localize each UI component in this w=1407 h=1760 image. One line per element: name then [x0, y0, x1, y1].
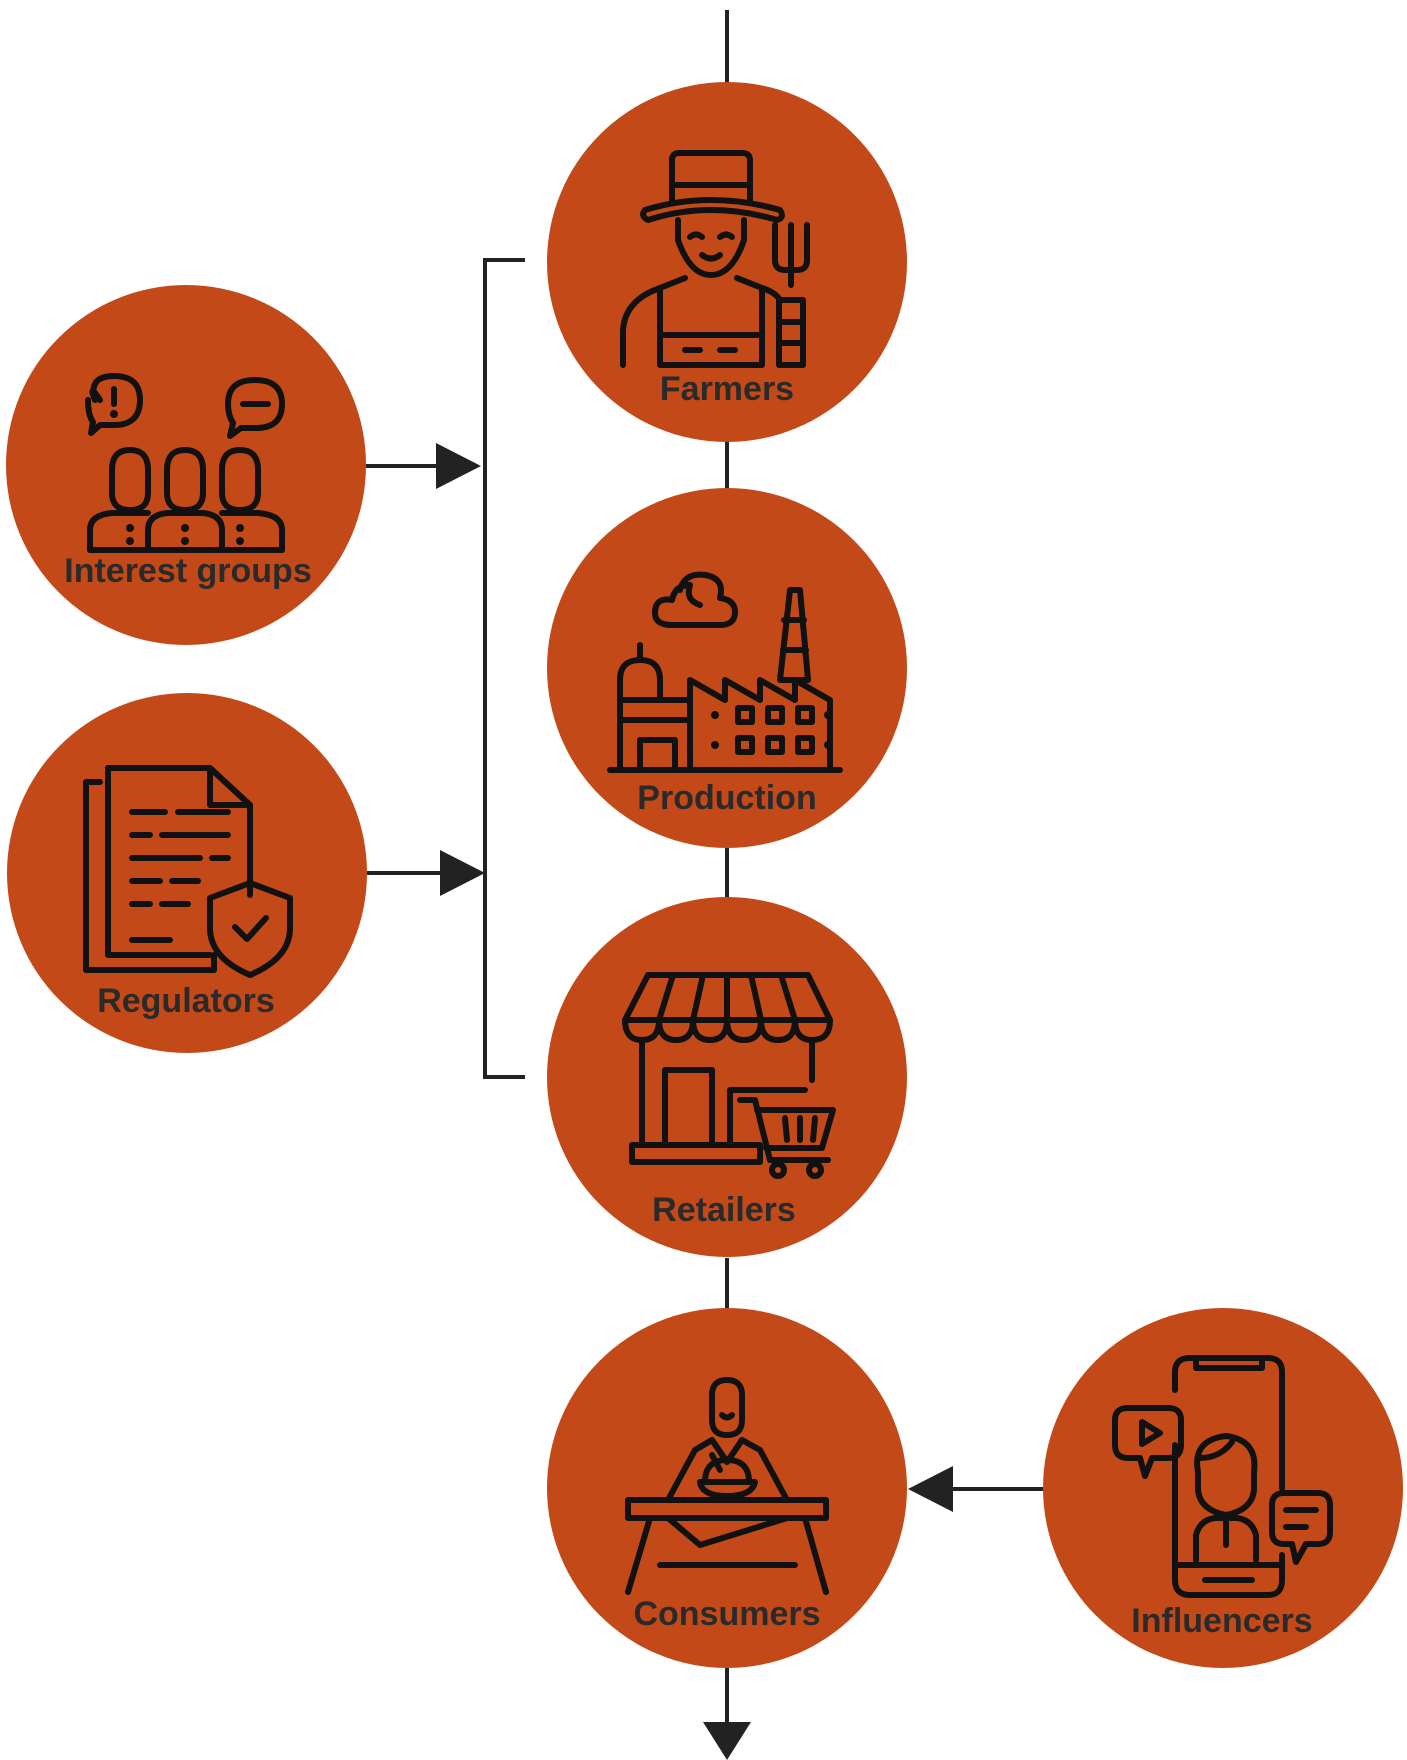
- node-farmers: Farmers: [547, 82, 907, 442]
- factory-icon: [607, 571, 843, 773]
- node-consumers-circle: [547, 1308, 907, 1668]
- node-consumers-label: Consumers: [633, 1595, 820, 1633]
- pitchfork-handle: [776, 297, 806, 368]
- group-speech-icon: [85, 373, 285, 553]
- node-influencers-circle: [1043, 1308, 1403, 1668]
- node-influencers: Influencers: [1043, 1308, 1403, 1668]
- arrow-interest-head: [436, 443, 481, 489]
- node-regulators: Regulators: [7, 693, 367, 1053]
- diner-icon: [625, 1377, 829, 1595]
- node-consumers: Consumers: [547, 1308, 907, 1668]
- store-cart-icon: [622, 972, 836, 1179]
- node-retailers-label: Retailers: [652, 1191, 796, 1229]
- bracket: [483, 258, 525, 1079]
- document-shield-icon: [83, 765, 293, 978]
- node-retailers: Retailers: [547, 897, 907, 1257]
- node-interest-groups: Interest groups: [6, 285, 366, 645]
- arrow-influencers-head: [908, 1466, 953, 1512]
- phone-influencer-icon: [1112, 1355, 1333, 1598]
- node-farmers-circle: [547, 82, 907, 442]
- chain-arrowhead-down: [703, 1722, 751, 1760]
- node-farmers-label: Farmers: [660, 370, 794, 408]
- node-regulators-label: Regulators: [97, 982, 275, 1020]
- node-production: Production: [547, 488, 907, 848]
- arrow-regulators-head: [440, 850, 485, 896]
- node-influencers-label: Influencers: [1131, 1602, 1312, 1640]
- node-interest-groups-circle: [6, 285, 366, 645]
- farmer-icon: [620, 150, 810, 368]
- node-production-label: Production: [637, 779, 816, 817]
- node-interest-groups-label: Interest groups: [64, 552, 311, 590]
